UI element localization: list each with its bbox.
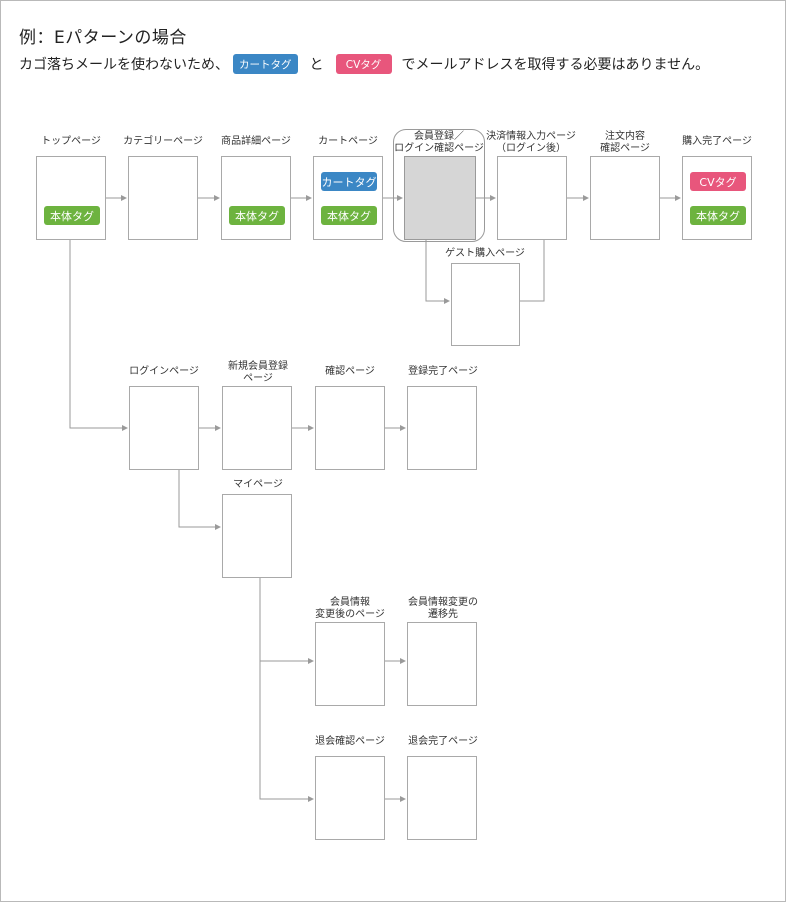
label-category-page: カテゴリーページ [123, 136, 203, 147]
label-login-page: ログインページ [129, 366, 199, 377]
main-tag-product: 本体タグ [229, 206, 285, 225]
member-login-group [393, 129, 485, 242]
label-member-changed-page: 会員情報 変更後のページ [315, 597, 385, 621]
label-register-done-page: 登録完了ページ [408, 366, 478, 377]
label-member-login-page: 会員登録／ ログイン確認ページ [394, 131, 484, 155]
page-box-new-member [222, 386, 292, 470]
arrow-top-to-login [69, 240, 128, 431]
label-line: （ログイン後） [496, 143, 566, 154]
label-line: 会員情報変更の [408, 597, 478, 608]
legend-cart-tag: カートタグ [233, 54, 298, 74]
cv-tag-purchase-done: CVタグ [690, 172, 746, 191]
label-confirm-page: 確認ページ [325, 366, 375, 377]
cart-tag-cart: カートタグ [321, 172, 377, 191]
page-box-order-confirm [590, 156, 660, 240]
label-line: 変更後のページ [315, 609, 385, 620]
intro-text-2: でメールアドレスを取得する必要はありません。 [401, 57, 710, 73]
legend-cv-tag: CVタグ [335, 54, 392, 74]
label-product-page: 商品詳細ページ [221, 136, 291, 147]
page-box-cart: カートタグ 本体タグ [313, 156, 383, 240]
line-guest-to-payment [519, 240, 545, 302]
arrow-login-to-mypage [178, 470, 221, 530]
label-line: 注文内容 [605, 131, 645, 142]
label-line: 決済情報入力ページ [486, 131, 576, 142]
main-tag-cart: 本体タグ [321, 206, 377, 225]
label-top-page: トップページ [41, 136, 101, 147]
page-box-category [128, 156, 198, 240]
page-box-confirm [315, 386, 385, 470]
label-line: 新規会員登録 [228, 361, 288, 372]
page-box-withdraw-confirm [315, 756, 385, 840]
label-new-member-page: 新規会員登録 ページ [228, 361, 288, 385]
intro-text-1: カゴ落ちメールを使わないため、 [19, 57, 229, 73]
label-order-confirm-page: 注文内容 確認ページ [600, 131, 650, 155]
page-box-mypage [222, 494, 292, 578]
arrow-mypage-to-withdraw-confirm [259, 661, 314, 802]
intro-sentence: カゴ落ちメールを使わないため、 カートタグ と CVタグ でメールアドレスを取得… [19, 52, 709, 76]
label-line: 会員登録／ [414, 131, 464, 142]
arrow-mypage-to-member-changed [259, 578, 314, 664]
label-mypage: マイページ [233, 479, 283, 490]
label-line: 会員情報 [330, 597, 370, 608]
page-box-member-change-dest [407, 622, 477, 706]
label-cart-page: カートページ [318, 136, 378, 147]
page-box-member-changed [315, 622, 385, 706]
page-box-guest [451, 263, 520, 346]
arrow-member-login-to-guest [425, 240, 450, 304]
page-title: 例：Eパターンの場合 [19, 28, 187, 48]
label-line: ページ [243, 373, 273, 384]
label-line: 確認ページ [600, 143, 650, 154]
page-box-payment [497, 156, 567, 240]
page-box-member-login [404, 156, 476, 240]
label-line: ログイン確認ページ [394, 143, 484, 154]
label-withdraw-confirm-page: 退会確認ページ [315, 736, 385, 747]
label-payment-page: 決済情報入力ページ （ログイン後） [486, 131, 576, 155]
label-line: 遷移先 [428, 609, 458, 620]
label-purchase-done-page: 購入完了ページ [682, 136, 752, 147]
label-withdraw-done-page: 退会完了ページ [408, 736, 478, 747]
page-box-purchase-done: CVタグ 本体タグ [682, 156, 752, 240]
page-box-register-done [407, 386, 477, 470]
page-box-product: 本体タグ [221, 156, 291, 240]
main-tag-purchase-done: 本体タグ [690, 206, 746, 225]
page-box-top: 本体タグ [36, 156, 106, 240]
label-guest-page: ゲスト購入ページ [445, 248, 525, 259]
intro-conjunction: と [309, 57, 324, 73]
main-tag-top: 本体タグ [44, 206, 100, 225]
label-member-change-dest-page: 会員情報変更の 遷移先 [408, 597, 478, 621]
page-box-withdraw-done [407, 756, 477, 840]
page-box-login [129, 386, 199, 470]
